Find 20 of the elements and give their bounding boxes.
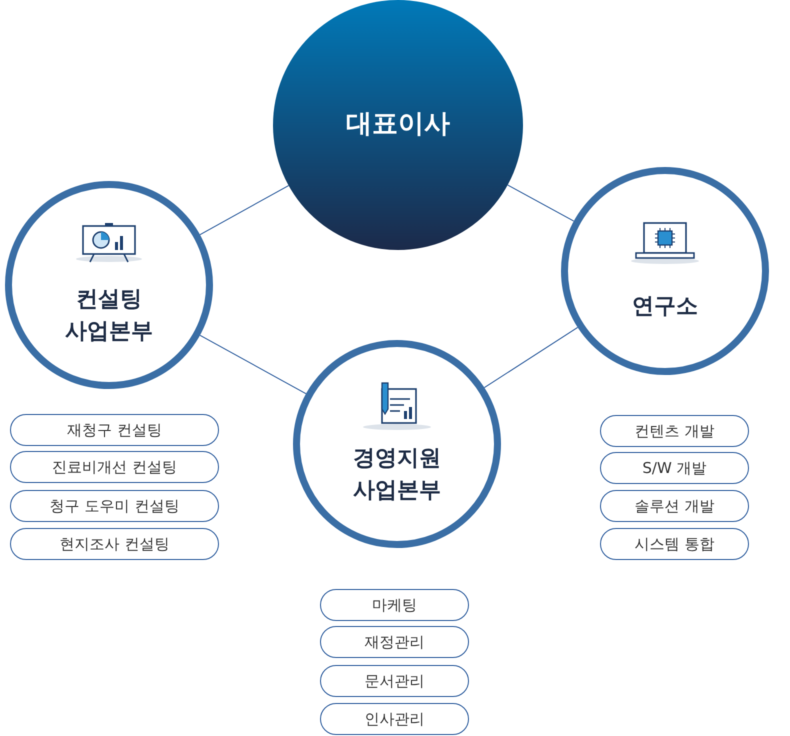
- item-pill: 컨텐츠 개발: [600, 415, 749, 447]
- item-pill: 현지조사 컨설팅: [10, 528, 219, 560]
- connector-line: [200, 334, 306, 394]
- node-title: 컨설팅 사업본부: [64, 286, 154, 346]
- node-title: 경영지원 사업본부: [352, 445, 442, 505]
- item-pill: 문서관리: [320, 665, 469, 697]
- node-title: 대표이사: [345, 108, 451, 142]
- item-pill: 시스템 통합: [600, 528, 749, 560]
- item-pill: 인사관리: [320, 703, 469, 735]
- item-pill: 재정관리: [320, 626, 469, 658]
- connector-line: [484, 326, 578, 388]
- node-title: 연구소: [631, 293, 699, 322]
- connector-line: [507, 184, 574, 222]
- connector-line: [199, 185, 290, 236]
- item-pill: 청구 도우미 컨설팅: [10, 490, 219, 522]
- item-pill: 솔루션 개발: [600, 490, 749, 522]
- item-pill: 마케팅: [320, 589, 469, 621]
- item-pill: 진료비개선 컨설팅: [10, 451, 219, 483]
- item-pill: 재청구 컨설팅: [10, 414, 219, 446]
- item-pill: S/W 개발: [600, 452, 749, 484]
